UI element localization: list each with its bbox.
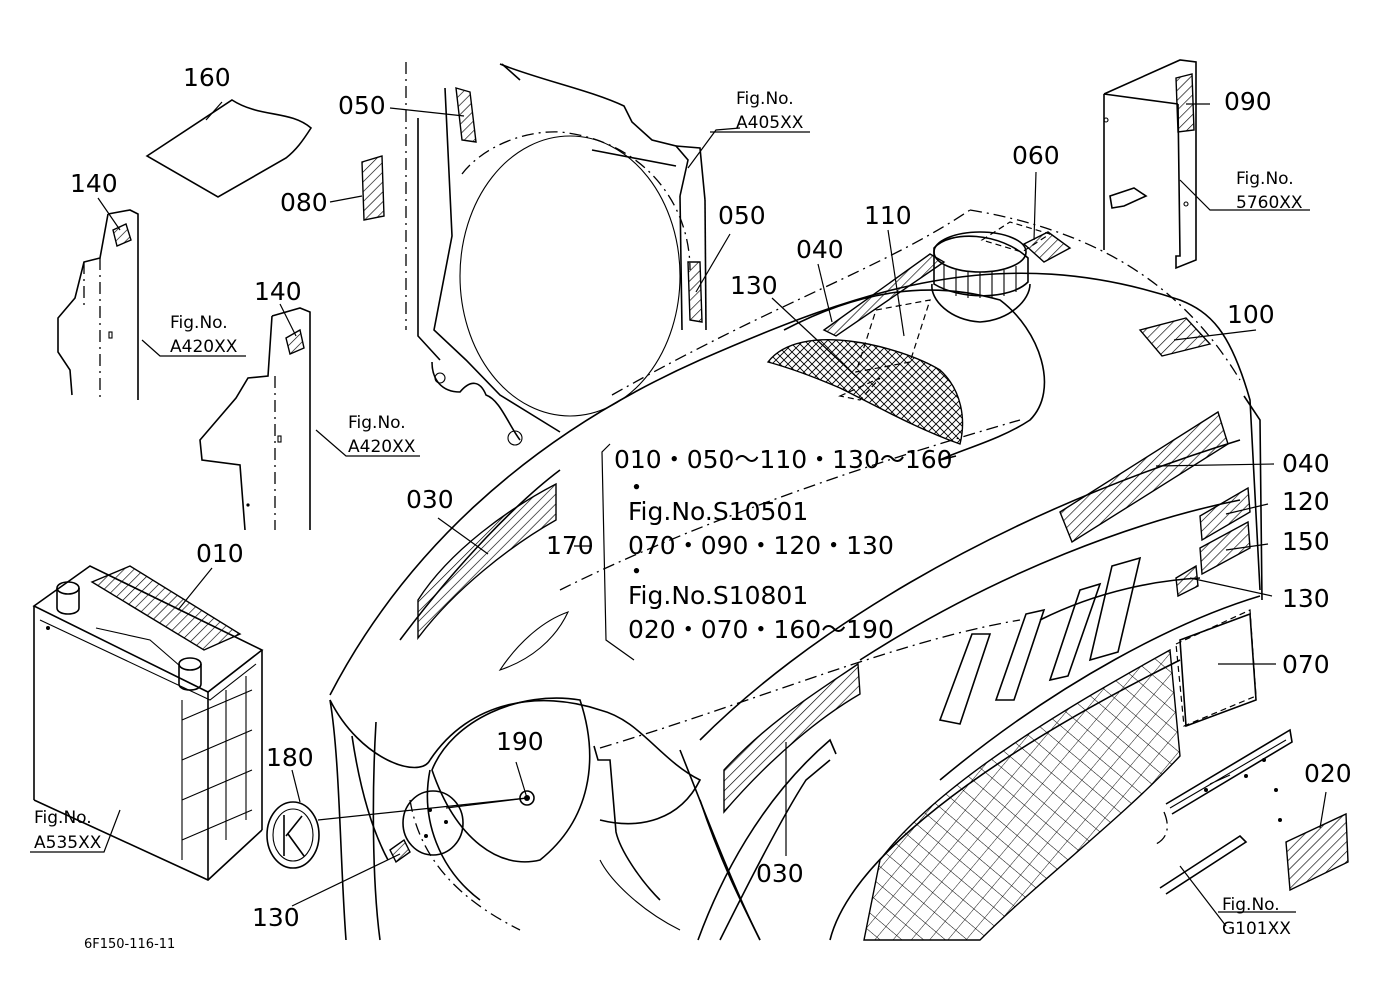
- part-label-130-upper: 130: [730, 271, 778, 300]
- mounting-plate-5760: [1103, 59, 1197, 270]
- fig-ref-a535-line1: Fig.No.: [34, 808, 92, 828]
- note-line-4: Fig.No.S10801: [628, 581, 808, 610]
- battery: [32, 565, 264, 881]
- part-label-050-lower: 050: [718, 201, 766, 230]
- part-label-070: 070: [1282, 650, 1330, 679]
- decal-130-upper: [766, 339, 964, 445]
- fig-ref-a535-line2: A535XX: [34, 833, 102, 853]
- part-label-050-upper: 050: [338, 91, 386, 120]
- note-line-5: 020・070・160～190: [628, 615, 894, 644]
- note-line-2: Fig.No.S10501: [628, 497, 808, 526]
- decal-120: [1199, 486, 1251, 542]
- bracket-left-lower: [199, 307, 311, 531]
- front-grille-mesh: [697, 648, 1181, 941]
- decal-040-upper: [822, 253, 946, 337]
- fig-ref-a405-line2: A405XX: [736, 113, 804, 133]
- bracket-g101: [1155, 728, 1349, 895]
- note-separator-2: ・: [624, 557, 649, 586]
- decal-070: [1175, 609, 1257, 727]
- decal-080: [361, 155, 385, 221]
- emblem-180: [266, 801, 320, 869]
- note-line-3: 070・090・120・130: [628, 531, 894, 560]
- note-line-1: 010・050～110・130～160: [614, 445, 953, 474]
- note-block-170: 010・050～110・130～160 ・ Fig.No.S10501 070・…: [614, 445, 953, 644]
- part-label-040-upper: 040: [796, 235, 844, 264]
- part-label-040-lower: 040: [1282, 449, 1330, 478]
- fig-ref-a420-upper-line2: A420XX: [170, 337, 238, 357]
- part-label-150: 150: [1282, 527, 1330, 556]
- radiator-shroud: [405, 62, 707, 446]
- decal-060: [980, 221, 1072, 263]
- part-label-030-lower: 030: [756, 859, 804, 888]
- part-label-080: 080: [280, 188, 328, 217]
- fig-ref-g101-line1: Fig.No.: [1222, 895, 1280, 915]
- part-label-100: 100: [1227, 300, 1275, 329]
- decal-110: [855, 299, 931, 373]
- sticker-sheet-160: [145, 99, 313, 198]
- part-label-090: 090: [1224, 87, 1272, 116]
- part-label-120: 120: [1282, 487, 1330, 516]
- decal-100: [1138, 317, 1212, 357]
- part-label-180: 180: [266, 743, 314, 772]
- part-label-020: 020: [1304, 759, 1352, 788]
- bracket-left-upper: [57, 209, 139, 400]
- fig-ref-g101-line2: G101XX: [1222, 919, 1291, 939]
- part-label-110: 110: [864, 201, 912, 230]
- decal-150: [1199, 520, 1251, 576]
- part-label-190: 190: [496, 727, 544, 756]
- part-label-170: 170: [546, 531, 594, 560]
- part-label-060: 060: [1012, 141, 1060, 170]
- decal-030-upper: [417, 482, 557, 641]
- headlight-and-emblem: [389, 697, 591, 864]
- part-label-130-right: 130: [1282, 584, 1330, 613]
- decal-040-lower: [1059, 410, 1229, 544]
- fig-ref-a405-line1: Fig.No.: [736, 89, 794, 109]
- leader-lines: [30, 101, 1327, 927]
- diagram-code: 6F150-116-11: [84, 937, 175, 952]
- part-label-130-lower: 130: [252, 903, 300, 932]
- note-separator-1: ・: [624, 473, 649, 502]
- fig-ref-a420-lower-line1: Fig.No.: [348, 413, 406, 433]
- fig-ref-a420-upper-line1: Fig.No.: [170, 313, 228, 333]
- fig-ref-5760-line2: 5760XX: [1236, 193, 1303, 213]
- fig-ref-5760-line1: Fig.No.: [1236, 169, 1294, 189]
- part-label-160: 160: [183, 63, 231, 92]
- bonnet-hood: [329, 209, 1263, 941]
- part-label-140-upper: 140: [70, 169, 118, 198]
- fig-ref-a420-lower-line2: A420XX: [348, 437, 416, 457]
- decal-030-lower: [723, 662, 861, 814]
- part-label-030-upper: 030: [406, 485, 454, 514]
- part-label-010: 010: [196, 539, 244, 568]
- decal-130-right: [1175, 564, 1199, 598]
- part-label-140-lower: 140: [254, 277, 302, 306]
- hood-side-vents: [938, 556, 1257, 728]
